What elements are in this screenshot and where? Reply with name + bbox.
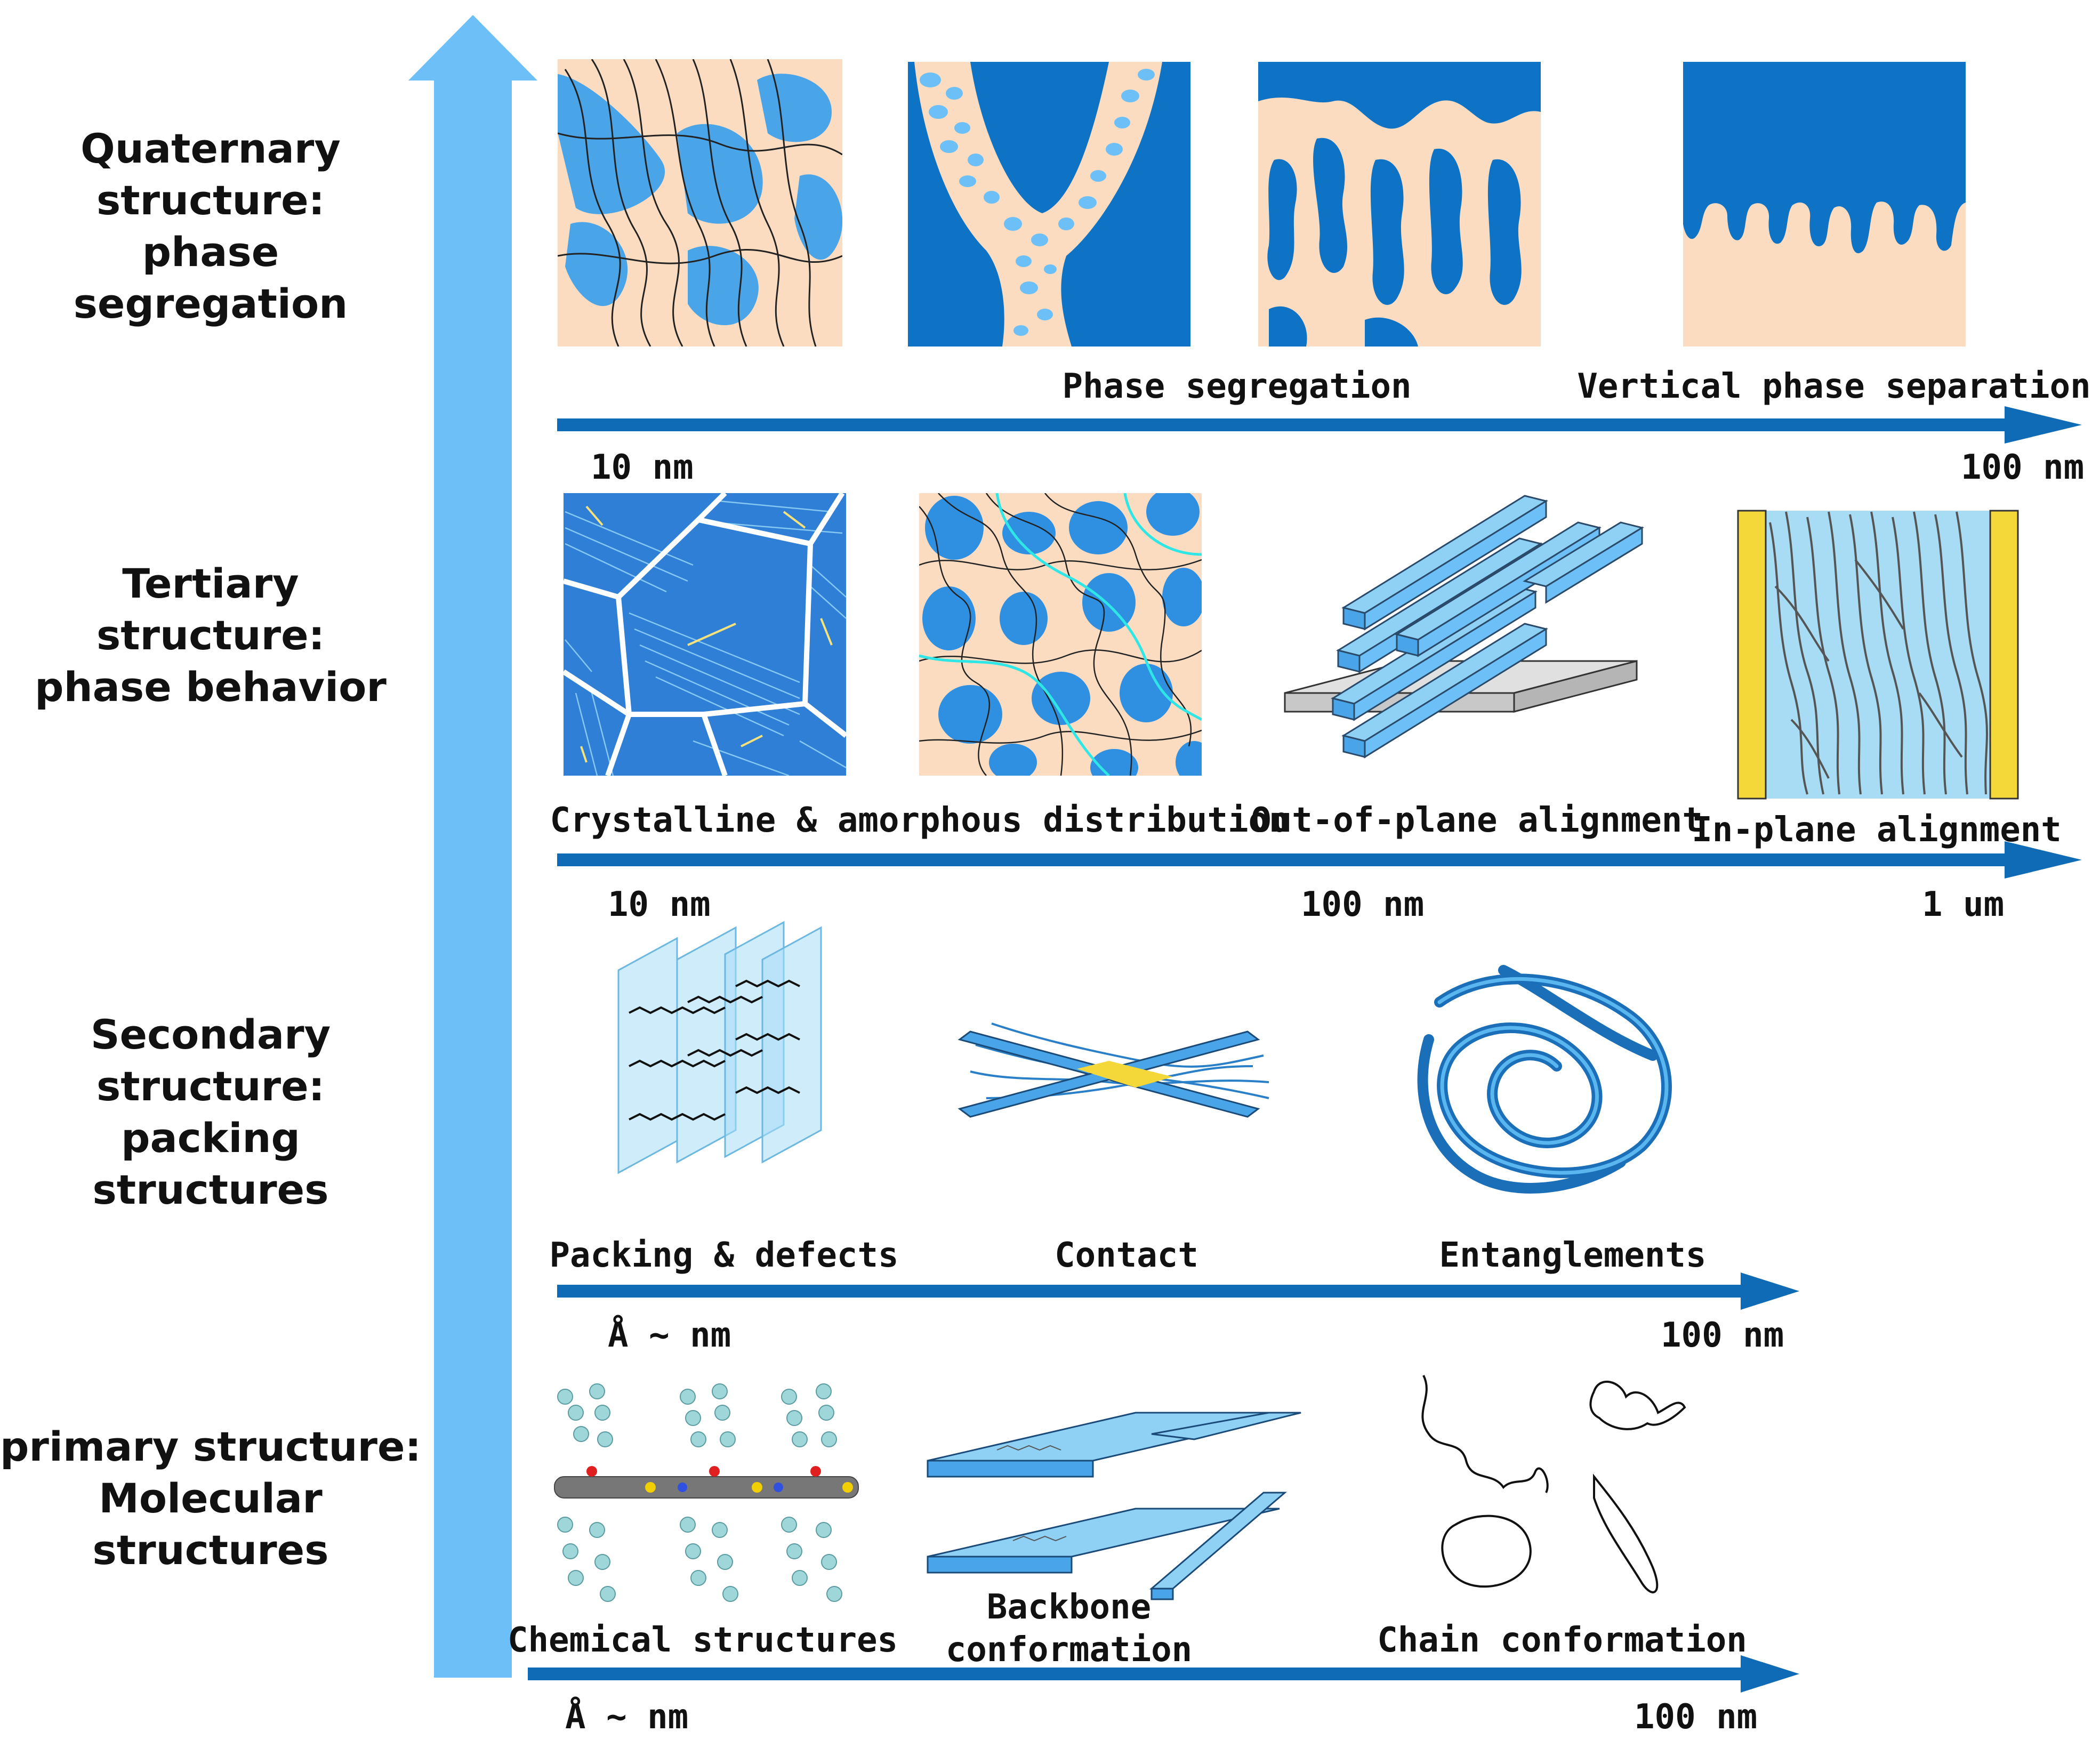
hierarchy-arrow-shape — [408, 15, 537, 1678]
level-quaternary-line-3: phase segregation — [73, 228, 348, 327]
scale-label-primary-end: 100 nm — [1634, 1697, 1758, 1737]
scale-label-secondary-end: 100 nm — [1661, 1316, 1784, 1355]
panel-in-plane-alignment — [1737, 510, 2019, 800]
level-label-tertiary: Tertiary structure: phase behavior — [0, 558, 421, 713]
level-primary-line-2: Molecular — [99, 1475, 323, 1522]
panel-vertical-separation — [1683, 62, 1966, 347]
panel-bicontinuous-domains — [1258, 62, 1541, 347]
panel-chemical-structures — [554, 1383, 859, 1602]
panel-mixed-domains — [558, 59, 842, 347]
level-primary-line-3: structures — [92, 1526, 329, 1574]
caption-backbone-conformation: Backbone conformation — [946, 1586, 1192, 1671]
level-label-quaternary: Quaternary structure: phase segregation — [0, 123, 421, 329]
level-tertiary-line-3: phase behavior — [35, 663, 387, 711]
panel-chain-conformations — [1421, 1375, 1686, 1593]
caption-backbone-line-1: Backbone — [986, 1588, 1152, 1627]
level-secondary-line-1: Secondary — [90, 1011, 331, 1058]
level-quaternary-line-1: Quaternary — [81, 125, 341, 172]
level-primary-line-1: primary structure: — [0, 1423, 421, 1470]
caption-chemical-structures: Chemical structures — [507, 1621, 898, 1660]
level-secondary-line-2: structure: — [96, 1062, 325, 1110]
level-label-primary: primary structure: Molecular structures — [0, 1421, 421, 1576]
panel-backbone-slabs — [927, 1412, 1301, 1600]
hierarchy-arrow — [408, 15, 537, 1678]
scale-axis-tertiary — [557, 841, 2082, 879]
scale-label-quaternary-end: 100 nm — [1961, 448, 2085, 487]
scale-label-tertiary-start: 10 nm — [608, 885, 711, 924]
panel-stacked-bars — [1284, 495, 1644, 759]
scale-label-tertiary-end: 1 um — [1922, 885, 2005, 924]
level-label-secondary: Secondary structure: packing structures — [0, 1009, 421, 1215]
caption-chain-conformation: Chain conformation — [1377, 1621, 1747, 1660]
level-tertiary-line-1: Tertiary — [122, 560, 299, 607]
panel-packing-sheets — [617, 921, 822, 1174]
panel-crossed-contact — [958, 1022, 1269, 1118]
caption-out-of-plane: Out-of-plane alignment — [1251, 801, 1703, 840]
scale-label-primary-start: Å ~ nm — [565, 1697, 689, 1737]
panel-crystalline-amorphous — [919, 493, 1202, 776]
caption-crystalline-amorphous: Crystalline & amorphous distribution — [550, 801, 1290, 840]
panel-entangled-chain — [1417, 965, 1672, 1194]
caption-phase-segregation: Phase segregation — [1062, 367, 1412, 406]
caption-contact: Contact — [1055, 1236, 1198, 1275]
panel-y-shaped-domain — [908, 62, 1190, 347]
scale-axis-secondary — [557, 1272, 1799, 1310]
caption-packing-defects: Packing & defects — [549, 1236, 899, 1275]
level-secondary-line-3: packing structures — [92, 1114, 329, 1213]
scale-axis-primary — [528, 1655, 1799, 1693]
scale-label-tertiary-mid: 100 nm — [1301, 885, 1425, 924]
caption-backbone-line-2: conformation — [945, 1630, 1193, 1670]
caption-vertical-phase-separation: Vertical phase separation — [1577, 367, 2091, 406]
level-tertiary-line-2: structure: — [96, 611, 325, 659]
caption-entanglements: Entanglements — [1439, 1236, 1707, 1275]
caption-in-plane: In-plane alignment — [1692, 810, 2062, 850]
level-quaternary-line-2: structure: — [96, 176, 325, 224]
panel-crystalline-grains — [564, 493, 846, 776]
scale-label-quaternary-start: 10 nm — [591, 448, 694, 487]
scale-axis-quaternary — [557, 406, 2082, 444]
scale-label-secondary-start: Å ~ nm — [608, 1316, 731, 1355]
